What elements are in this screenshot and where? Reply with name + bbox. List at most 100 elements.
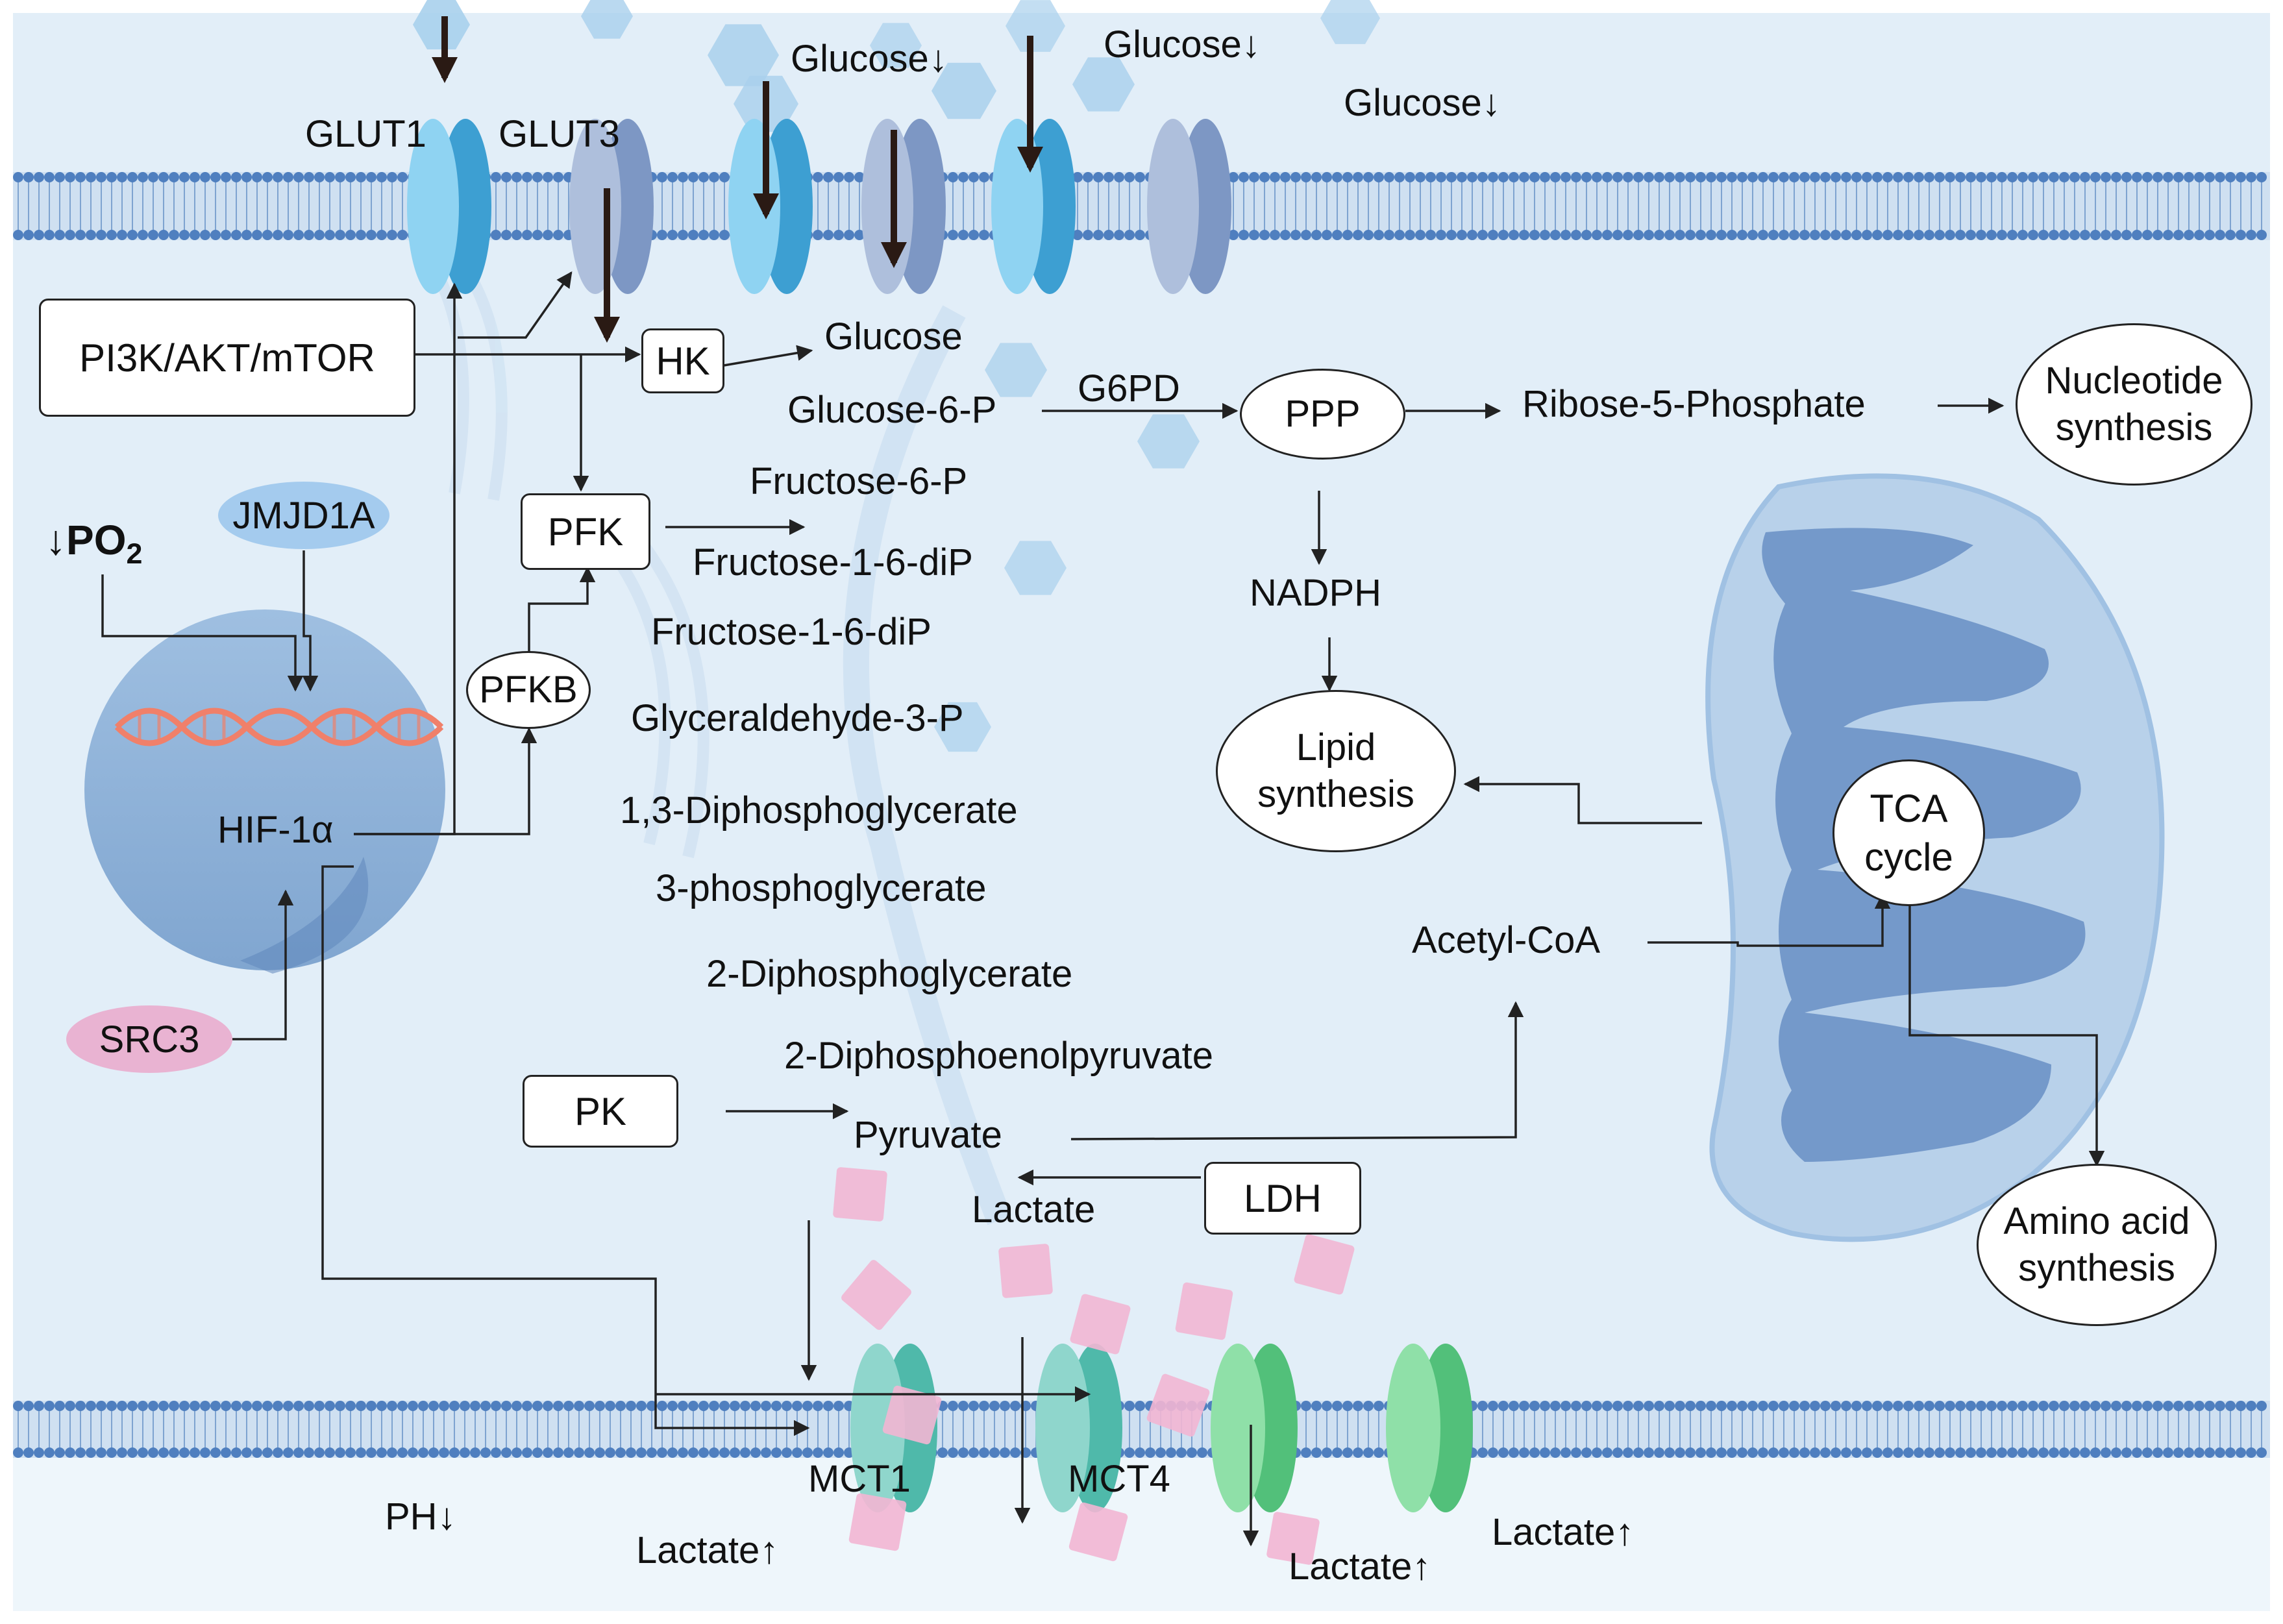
pk-box: PK [523, 1075, 678, 1148]
1-3-diphosphoglycerate-label: 1,3-Diphosphoglycerate [620, 789, 1018, 831]
mct4-label: MCT4 [1068, 1458, 1170, 1500]
mct-transporter-icon [1035, 1344, 1122, 1512]
glut-transporter-icon [407, 119, 491, 294]
2-diphosphoenolpyruvate-label: 2-Diphosphoenolpyruvate [784, 1035, 1213, 1077]
mct-transporters [850, 1344, 1473, 1512]
lactate-square-icon [841, 1260, 911, 1330]
lactate-outside-label-2: Lactate↑ [1289, 1545, 1431, 1588]
po2-to-hif-arrow [101, 574, 304, 692]
src3-blob [66, 1005, 232, 1073]
acetylcoa-to-tca-arrow [1647, 892, 1891, 947]
dna-helix-icon [114, 707, 444, 746]
amino-acid-synthesis-node: Amino acid synthesis [1977, 1164, 2217, 1326]
lactate-inside-label: Lactate [972, 1188, 1096, 1231]
glucose-hexagon-icon [1006, 0, 1065, 52]
glucose-outside-label-3: Glucose↓ [1344, 82, 1501, 124]
mct-transporter-icon [1386, 1344, 1473, 1512]
lactate-square-icon [1175, 1282, 1233, 1340]
po2-label: ↓PO2 [45, 519, 142, 569]
src3-label: SRC3 [99, 1018, 200, 1061]
glucose-label: Glucose [824, 315, 963, 358]
glucose-hexagon-icon [581, 0, 633, 39]
ldh-box: LDH [1204, 1162, 1361, 1235]
acetyl-coa-label: Acetyl-CoA [1412, 919, 1601, 961]
glucose-hexagon-icon [1072, 57, 1135, 112]
3-phosphoglycerate-label: 3-phosphoglycerate [656, 867, 987, 909]
glucose-hexagon-icon [1320, 0, 1380, 44]
glucose-hexagon-icon [708, 24, 779, 86]
glucose-hexagon-icon [932, 62, 996, 119]
glut3-label: GLUT3 [499, 113, 620, 155]
hif-to-glut1-arrow [354, 282, 463, 835]
lactate-outside-label-3: Lactate↑ [1492, 1511, 1635, 1553]
tca-cycle-node: TCA cycle [1833, 759, 1985, 906]
src3-to-hif-arrow [232, 889, 294, 1040]
glut-transporter-icon [1147, 119, 1231, 294]
glucose-6-p-label: Glucose-6-P [787, 389, 997, 431]
top-membrane [13, 172, 2270, 240]
pathway-arrows [101, 271, 2105, 1547]
glut1-label: GLUT1 [305, 113, 426, 155]
glut-transporter-icon [569, 119, 654, 294]
fructose-6-p-label: Fructose-6-P [750, 460, 968, 502]
pfkb-node: PFKB [466, 651, 591, 729]
lactate-square-icon [1068, 1502, 1128, 1562]
lipid-synthesis-node: Lipid synthesis [1216, 690, 1456, 852]
pfk-box: PFK [521, 493, 650, 570]
lactate-square-icon [1146, 1373, 1210, 1437]
jmjd1a-to-hif-arrow [302, 550, 319, 692]
mct1-label: MCT1 [808, 1458, 911, 1500]
hif-to-mct1-arrow [321, 865, 810, 1436]
glut-transporter-icon [728, 119, 813, 294]
lactate-outside-label-1: Lactate↑ [636, 1529, 779, 1571]
hk-to-glucose-arrow [723, 345, 813, 367]
er-curve [843, 305, 1012, 1225]
bottom-membrane [13, 1401, 2270, 1458]
glucose-hexagon-icon [934, 702, 991, 752]
nucleotide-synthesis-node: Nucleotide synthesis [2016, 323, 2252, 486]
po2-arrow: ↓ [45, 517, 66, 563]
glut-transporter-icon [861, 119, 946, 294]
tca-to-amino-arrow [1908, 894, 2105, 1167]
jmjd1a-blob [218, 482, 389, 549]
fructose-1-6-dip-label-1: Fructose-1-6-diP [693, 541, 973, 584]
glucose-molecules [413, 0, 1380, 752]
glucose-hexagon-icon [1137, 414, 1200, 469]
lactate-square-icon [1070, 1294, 1131, 1355]
lactate-molecules [833, 1167, 1355, 1565]
glucose-import-arrows [432, 16, 1043, 343]
ribose-5-phosphate-label: Ribose-5-Phosphate [1522, 383, 1866, 425]
po2-text: PO [66, 517, 127, 563]
lactate-square-icon [998, 1244, 1053, 1298]
2-diphosphoglycerate-label: 2-Diphosphoglycerate [706, 953, 1073, 995]
glucose-outside-label-2: Glucose↓ [1104, 23, 1261, 66]
ph-label: PH↓ [385, 1495, 456, 1538]
lactate-square-icon [1266, 1512, 1320, 1565]
lactate-square-icon [833, 1167, 887, 1222]
pyruvate-to-acetylcoa-arrow [1070, 1001, 1524, 1140]
pyruvate-label: Pyruvate [854, 1114, 1002, 1156]
pi3k-to-glut3-arrow [458, 271, 573, 339]
mito-to-lipid-arrow [1463, 776, 1702, 824]
glucose-outside-label-1: Glucose↓ [791, 38, 948, 80]
nadph-label: NADPH [1250, 572, 1382, 614]
glucose-hexagon-icon [1004, 541, 1067, 595]
fructose-1-6-dip-label-2: Fructose-1-6-diP [651, 611, 932, 653]
pi3k-akt-mtor-box: PI3K/AKT/mTOR [39, 299, 415, 417]
nucleus [84, 609, 445, 974]
lactate-square-icon [1294, 1234, 1355, 1295]
glucose-hexagon-icon [985, 343, 1047, 397]
pfkb-to-pfk-arrow [528, 566, 596, 675]
jmjd1a-label: JMJD1A [232, 494, 375, 537]
mct-transporter-icon [1211, 1344, 1298, 1512]
g6pd-label: G6PD [1078, 367, 1180, 410]
hif-1a-label: HIF-1α [217, 809, 334, 851]
lactate-square-icon [882, 1385, 942, 1445]
lactate-square-icon [848, 1493, 907, 1551]
glyceraldehyde-3-p-label: Glyceraldehyde-3-P [631, 697, 964, 739]
hk-box: HK [641, 328, 724, 393]
ppp-node: PPP [1240, 369, 1405, 460]
po2-subscript: 2 [126, 537, 143, 570]
glucose-hexagon-icon [870, 23, 922, 68]
